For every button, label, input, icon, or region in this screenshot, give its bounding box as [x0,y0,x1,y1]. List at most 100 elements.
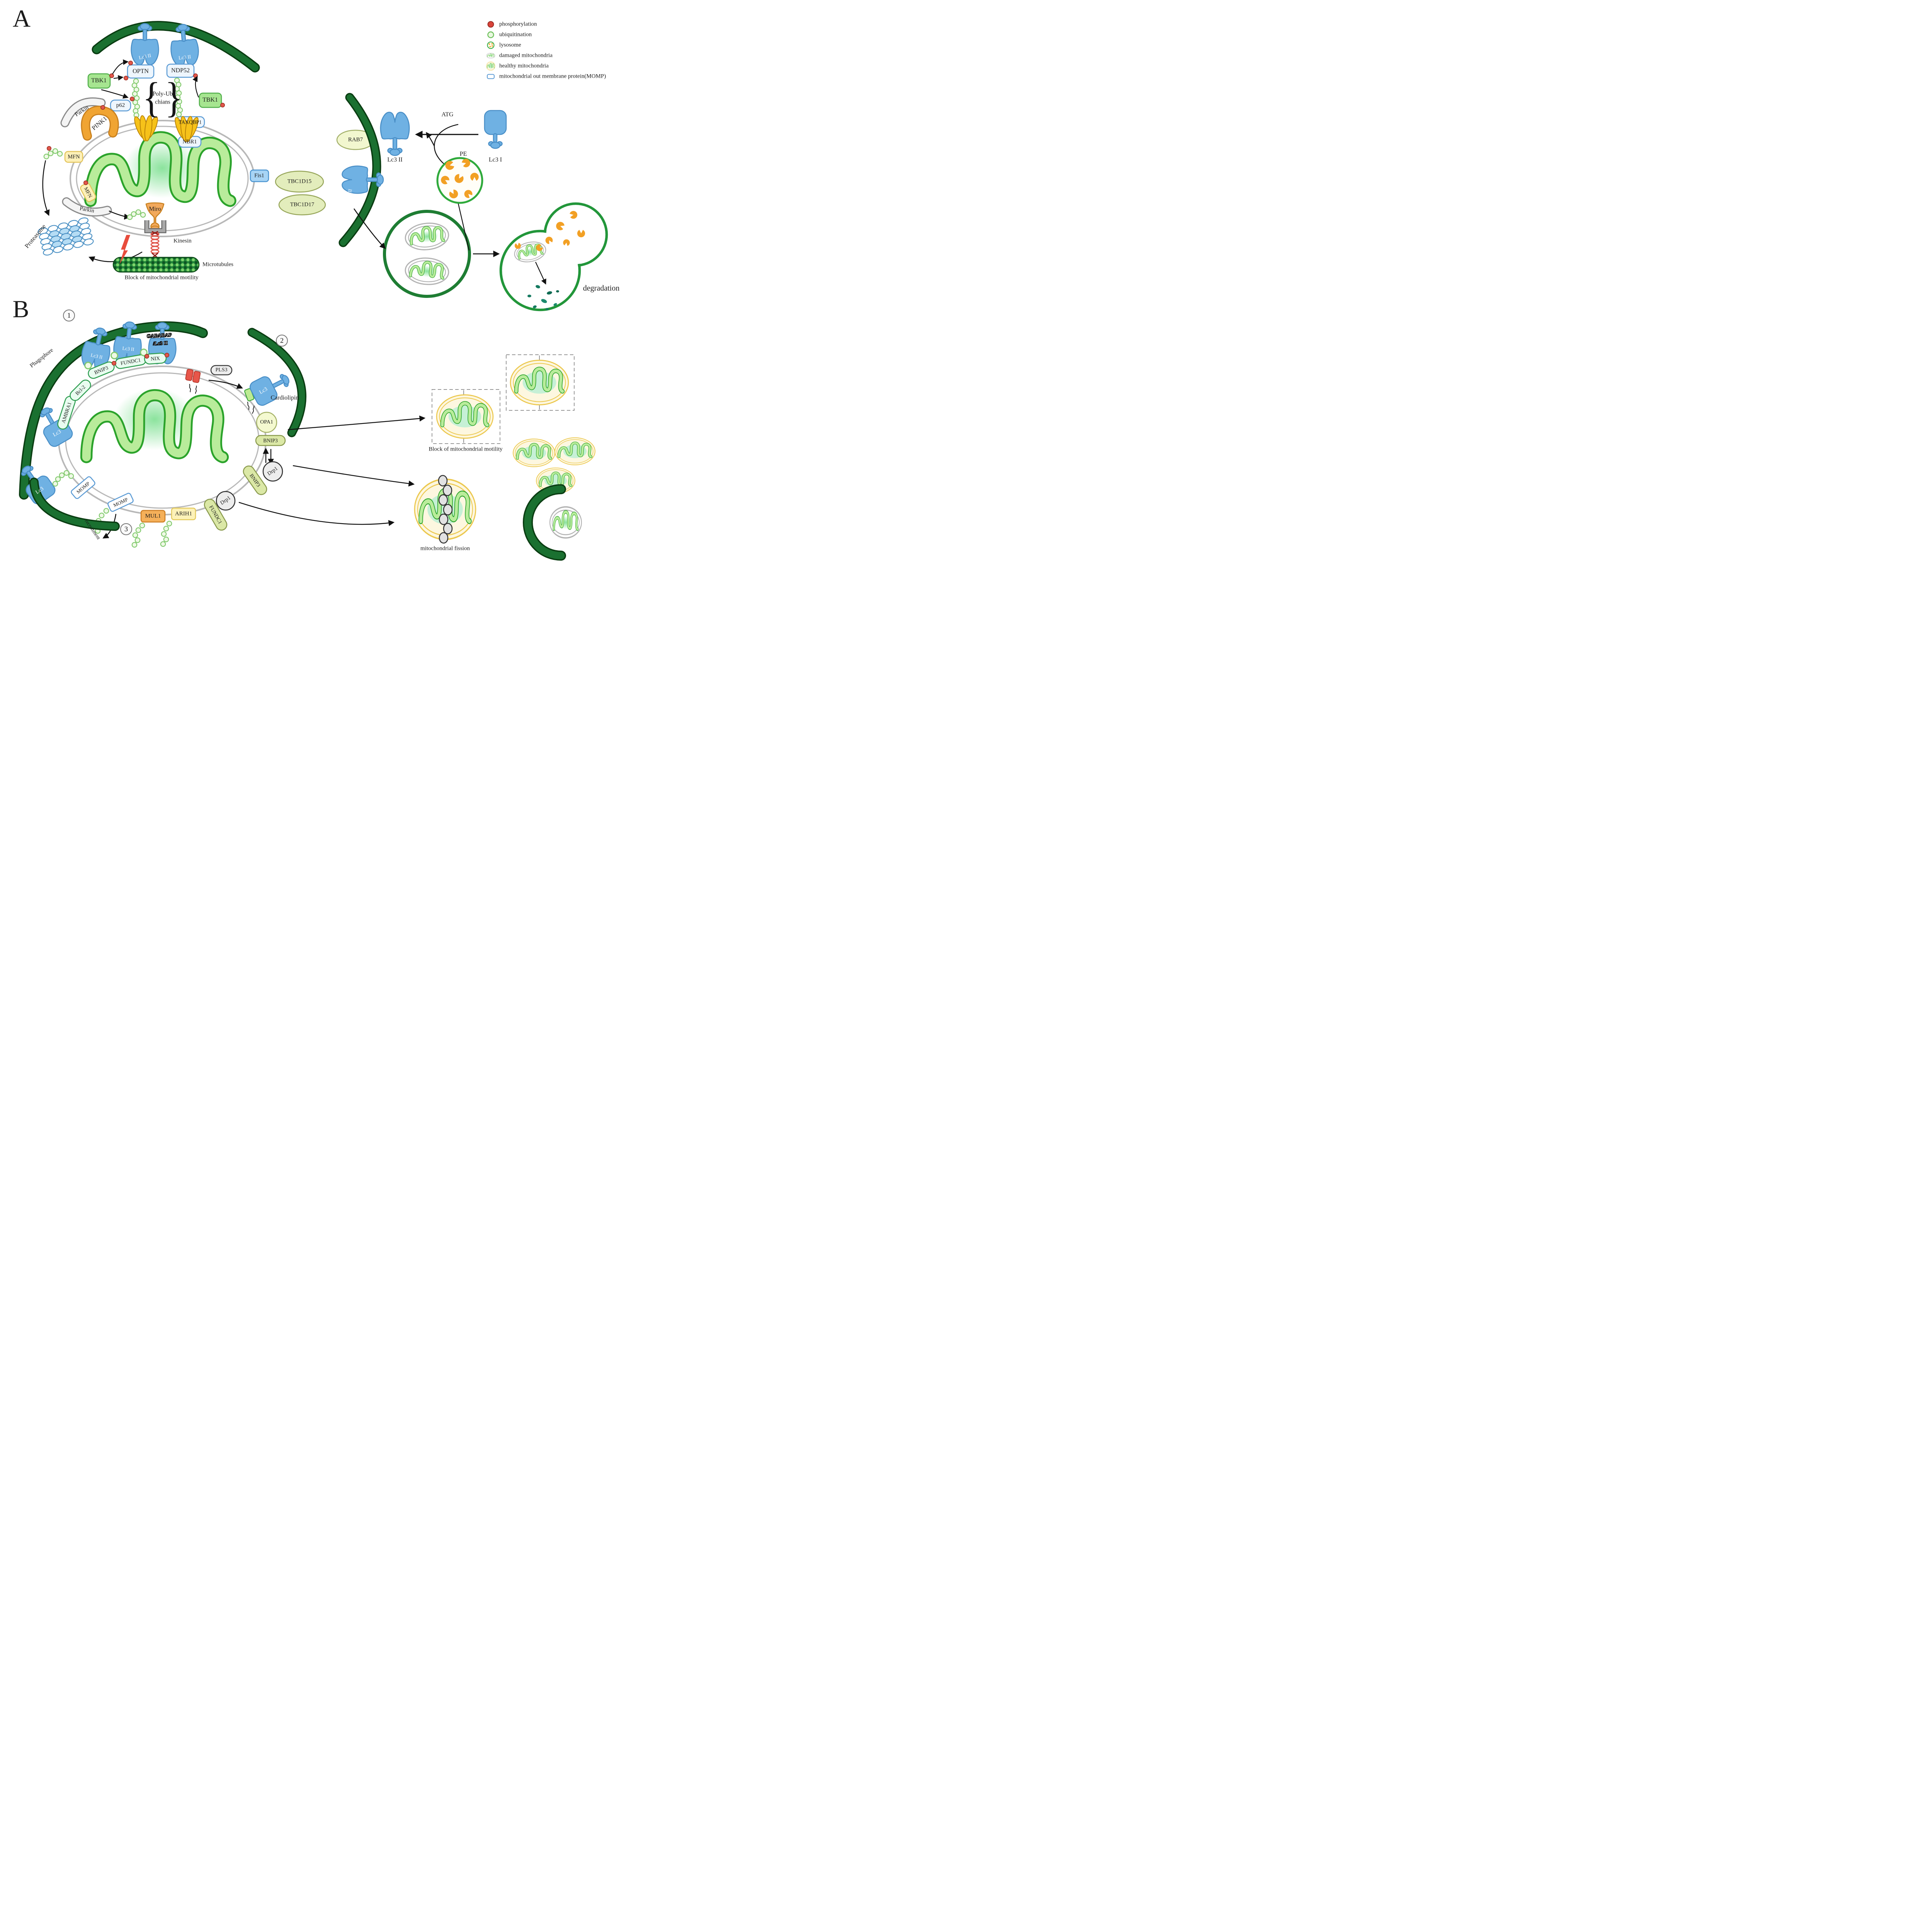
lc3-shape [247,366,294,408]
fission-mitochondrion [415,475,476,544]
pls3-box [210,365,233,376]
mfn-box-1 [64,151,83,163]
lc3ii-product-shape [380,112,410,156]
label-lc3ii-product: Lc3 II [387,156,403,163]
drp1-circle [216,491,236,511]
label-bnip3: BNIP3 [263,437,278,444]
ub-chain-arih1 [160,520,172,547]
label-p62: p62 [116,102,125,109]
label-lc3i: Lc3 I [488,156,502,163]
phosphorylation-icon [487,21,494,28]
mitochondrion-a [70,120,255,237]
label-arih1: ARIH1 [175,510,192,517]
label-atg: ATG [441,111,454,118]
label-microtubules: Microtubules [202,261,233,268]
label-tbc1d17: TBC1D17 [290,201,315,208]
parkin-band-2 [62,197,112,217]
label-polyub-1: Poly-Ub [152,90,173,97]
proteasome-shape [37,217,94,256]
legend-item-momp: mitochondrial out membrane protein(MOMP) [499,73,606,80]
momp-box [71,476,95,499]
autolysosome [499,202,608,311]
label-mul1: MUL1 [145,513,161,519]
drp1-ring [438,475,453,544]
ndp52-box [166,63,195,78]
p62-box [110,99,131,112]
label-optn: OPTN [133,68,149,75]
drp1-circle [262,461,283,482]
ubiquitination-icon [487,31,494,38]
fundc1-pill-rotated [204,498,228,531]
label-polyub-2: chians [155,99,170,105]
microtubule-rod [112,257,200,273]
lysosome-icon [487,41,495,49]
bnip3-pill-rotated [243,465,267,495]
label-lc3ii: Lc3 II [122,345,135,352]
tbk1-box-left [87,73,111,89]
label-nbr1: NBR1 [182,138,197,145]
diagram-art [14,21,608,561]
label-tbk1: TBK1 [91,77,107,84]
mfn-box-2 [80,183,96,202]
parkin-band-1 [60,97,106,128]
step-2-badge: 2 [276,335,288,347]
fis1-box [250,169,269,182]
label-block-motility-b: Block of mitochondrial motility [429,446,503,452]
brace-right: } [165,73,183,121]
mul1-box [140,510,166,523]
legend-item-healthy: healthy mitochondria [499,63,549,69]
step-1-badge: 1 [63,310,75,321]
damage-bolt-icon [119,235,130,264]
legend-item-lysosome: lysosome [499,42,521,48]
label-gabarap-2: /Lc3 II [153,340,168,347]
tbc1d17-ellipse [278,194,326,216]
legend-item-phosphorylation: phosphorylation [499,21,537,27]
label-tbk1: TBK1 [202,97,218,103]
nix-box [144,352,167,365]
label-fission: mitochondrial fission [420,545,470,552]
label-ndp52: NDP52 [171,67,190,74]
kinesin-coil [150,231,160,259]
panel-a-letter: A [12,5,31,32]
tbk1-box-right [199,92,222,108]
label-rab7: RAB7 [348,136,363,143]
momp-box [107,493,134,512]
dashed-box-1 [432,389,500,444]
panel-b-letter: B [12,295,29,323]
engulfed-mitochondrion [522,484,582,561]
damaged-mitochondria-icon [486,53,495,58]
autophagosome [383,210,471,298]
legend-icons [486,21,495,79]
label-miro: Miro [149,206,161,213]
ub-chain-mul1 [131,522,145,548]
healthy-mitochondrion [513,439,555,467]
dashed-box-2 [506,354,575,411]
opa1-circle [256,412,277,433]
ub-chain-mfn [43,148,63,160]
label-fis1: Fis1 [254,172,264,179]
healthy-mitochondrion [555,438,595,465]
healthy-mitochondrion [437,395,493,438]
label-pe: PE [459,151,467,157]
legend-item-damaged: damaged mitochondria [499,52,553,59]
degraded-debris [527,285,559,310]
lysosome [436,157,483,204]
cardiolipin-inner [185,369,201,383]
label-pls3: PLS3 [215,367,228,373]
label-opa1: OPA1 [260,419,273,425]
mitophagy-figure: A B phosphorylation ubiquitination lysos… [0,0,656,577]
healthy-mitochondria-icon [486,61,495,70]
label-mfn: MFN [68,153,80,160]
label-gabarap-1: GABARAP [146,332,172,339]
label-block-motility-a: Block of mitochondrial motility [124,274,199,281]
lc3i-shape [484,110,507,149]
optn-box [127,64,155,79]
pink1-shape [81,105,119,141]
legend-item-ubiquitination: ubiquitination [499,31,532,38]
brace-left: { [142,73,161,121]
arih1-box [171,507,196,520]
label-cardiolipin: Cardiolipin [270,395,299,401]
label-degradation: degradation [583,284,620,293]
panel-b [14,320,595,561]
label-kinesin: Kinesin [173,238,192,244]
